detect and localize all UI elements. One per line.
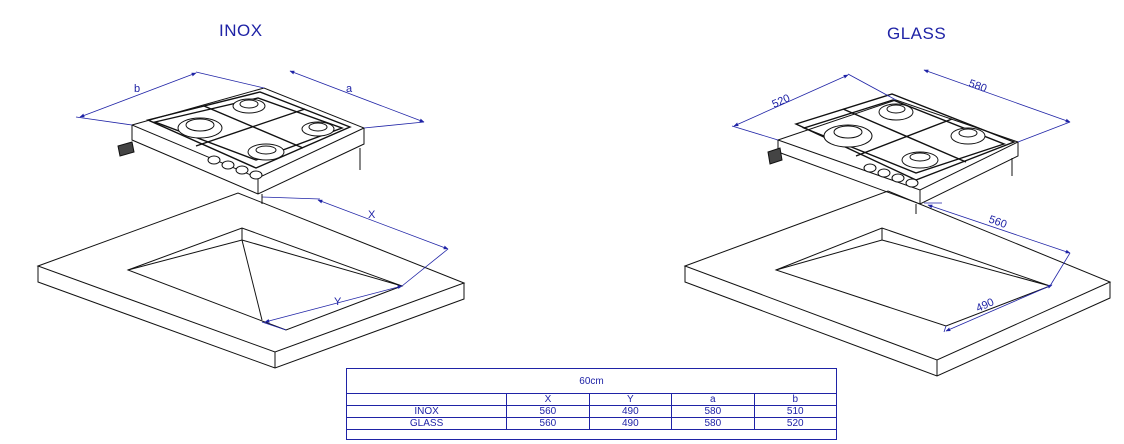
hob-dimensions-right <box>731 69 1071 143</box>
title-inox: INOX <box>219 21 263 40</box>
hob-dimensions-left <box>75 70 425 129</box>
dim-label-y: Y <box>334 296 342 308</box>
table-cell: GLASS <box>345 417 508 430</box>
burner-group-right <box>823 103 986 169</box>
table-header-cell: X <box>506 393 590 406</box>
table-cell: 560 <box>506 405 590 418</box>
table-header-cell: Y <box>588 393 673 406</box>
dim-label-x: X <box>368 209 376 221</box>
table-header-row: X Y a b <box>345 393 838 406</box>
table-header-cell <box>345 393 508 406</box>
cutout-dimensions-right <box>924 202 1071 333</box>
knob-row-left <box>207 155 263 180</box>
countertop-right <box>683 190 1112 377</box>
burner-group-left <box>177 98 335 161</box>
title-glass: GLASS <box>887 24 947 43</box>
table-cell: 520 <box>753 417 838 430</box>
dim-label-580: 580 <box>967 78 988 96</box>
dim-label-b: b <box>134 83 140 95</box>
table-heading: 60cm <box>346 368 837 394</box>
table-cell: 580 <box>671 405 755 418</box>
countertop-left <box>36 192 466 369</box>
cutout-dimensions-left <box>261 196 449 331</box>
dim-label-520: 520 <box>770 92 792 110</box>
hob-inox <box>117 87 366 204</box>
dim-label-560: 560 <box>987 214 1008 232</box>
table-cell: INOX <box>345 405 508 418</box>
dim-label-a: a <box>346 83 353 95</box>
knob-row-right <box>863 163 919 188</box>
table-blank-cell <box>346 429 837 440</box>
table-row: GLASS 560 490 580 520 <box>345 417 838 430</box>
table-cell: 490 <box>588 417 673 430</box>
dimension-table: 60cm X Y a b INOX 560 490 580 510 GLASS … <box>345 368 838 440</box>
table-cell: 580 <box>671 417 755 430</box>
table-cell: 490 <box>588 405 673 418</box>
table-row: INOX 560 490 580 510 <box>345 405 838 418</box>
table-header-cell: b <box>753 393 838 406</box>
table-blank-row <box>346 429 837 440</box>
table-header-cell: a <box>671 393 755 406</box>
table-cell: 510 <box>753 405 838 418</box>
table-cell: 560 <box>506 417 590 430</box>
